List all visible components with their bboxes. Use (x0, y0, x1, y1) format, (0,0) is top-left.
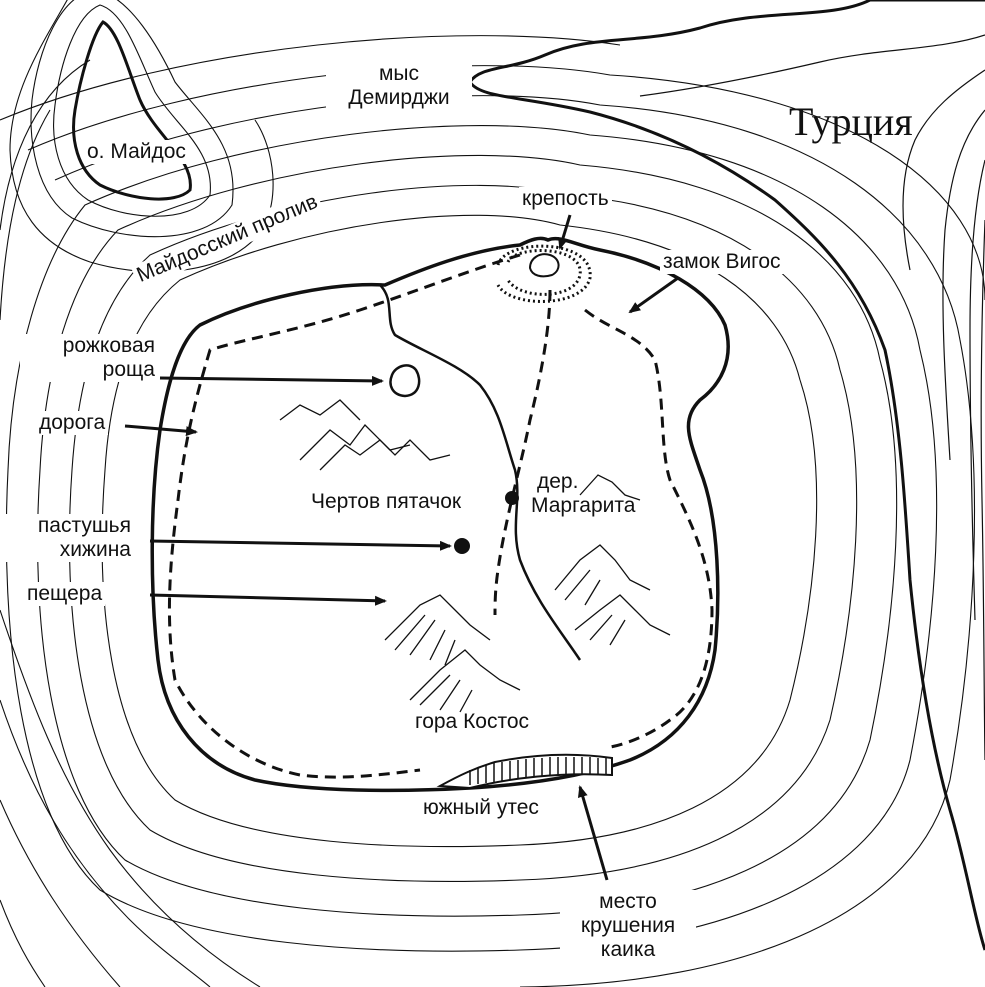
carob-label-line1: рожковая (62, 334, 155, 357)
carob-grove-arrow (159, 375, 384, 386)
hut-dot (454, 538, 470, 554)
vigos-castle-arrow (628, 276, 679, 314)
fortress-arrow (558, 214, 572, 250)
mount-kostos-label: гора Костос (415, 710, 530, 733)
mountains (279, 399, 671, 713)
hut-label-line1: пастушья (37, 514, 131, 537)
maidos-coastline (72, 20, 192, 201)
hut-arrow (149, 539, 452, 551)
cave-label: пещера (24, 582, 106, 606)
carob-grove-marker (389, 364, 421, 398)
south-cliff-label: южный утес (420, 796, 542, 820)
maidos-island-label: о. Майдос (84, 140, 189, 164)
vigos-castle-label: замок Вигос (660, 250, 784, 274)
mainland-contour-lines (468, 0, 985, 951)
wreck-site-label: место крушения каика (560, 890, 696, 962)
south-cliff-marker (436, 753, 613, 790)
main-island (150, 236, 730, 793)
roads (167, 253, 714, 779)
wreck-label-line2: крушения (580, 914, 676, 937)
village-label-line1: дер. (537, 470, 579, 493)
turkey-label: Турция (789, 99, 913, 144)
village-margarita-label: дер. Маргарита (528, 470, 638, 518)
road-arrow (124, 424, 198, 437)
shepherd-hut-label: пастушья хижина (2, 514, 134, 562)
island-coastline (150, 236, 730, 793)
road-label: дорога (36, 411, 109, 435)
carob-grove-label: рожковая роща (20, 334, 158, 382)
village-label-line2: Маргарита (531, 494, 636, 517)
fortress-label: крепость (519, 187, 612, 211)
devils-patch-label: Чертов пятачок (311, 490, 462, 513)
wreck-label-line1: место (599, 890, 657, 913)
cape-label-line1: мыс (378, 62, 420, 85)
wreck-arrow (577, 785, 609, 881)
cape-demirji-label: мыс Демирджи (326, 62, 472, 110)
fortress-marker (496, 244, 592, 303)
cave-arrow (149, 593, 387, 606)
village-dot (505, 491, 519, 505)
interior-ridge-line (379, 284, 582, 661)
hut-label-line2: хижина (59, 538, 131, 561)
cape-label-line2: Демирджи (348, 86, 450, 109)
carob-label-line2: роща (102, 358, 155, 381)
pointer-arrows (124, 214, 679, 881)
turkey-coastline (468, 0, 985, 951)
wreck-label-line3: каика (600, 938, 656, 961)
